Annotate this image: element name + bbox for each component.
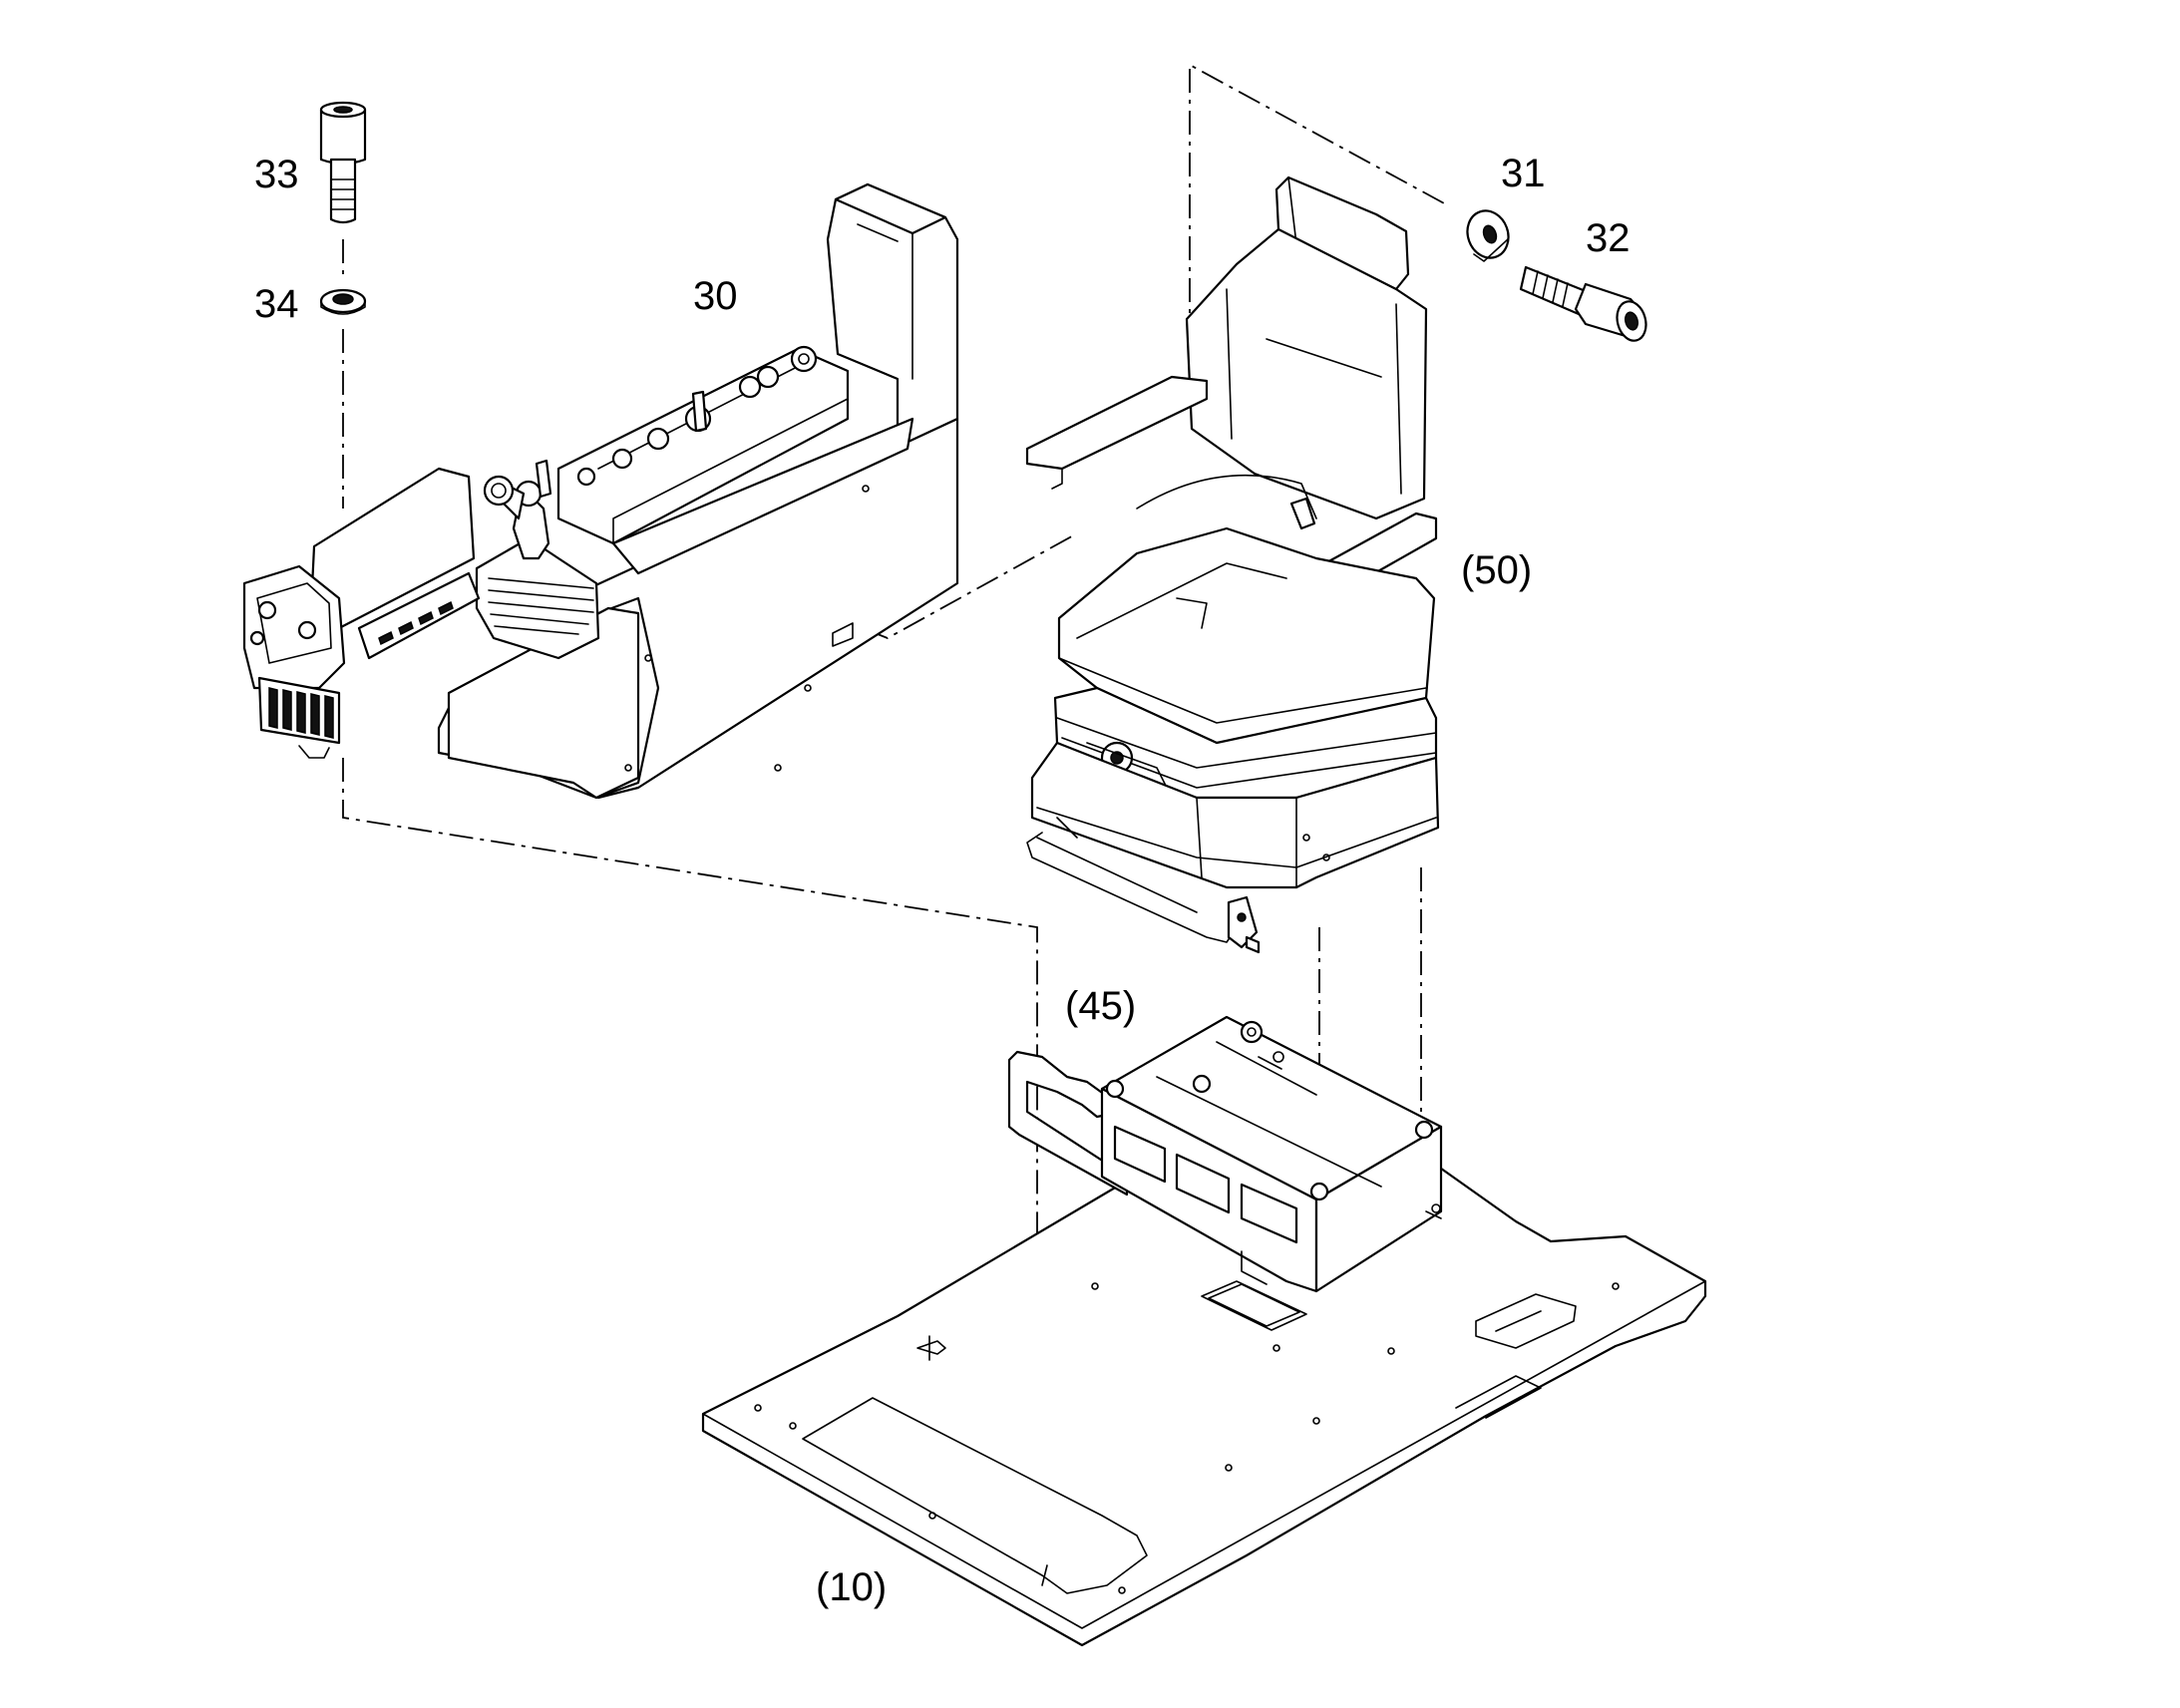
callout-45: (45) <box>1065 984 1136 1028</box>
seat-bracket-icon <box>1007 1015 1443 1293</box>
control-console-icon <box>242 182 959 800</box>
floor-inspection-cover <box>1201 1280 1307 1331</box>
floor-slot <box>1475 1293 1577 1349</box>
washer-icon <box>319 288 367 315</box>
socket-head-bolt-icon <box>319 101 367 224</box>
floor-cutout <box>802 1397 1148 1594</box>
callout-33: 33 <box>254 153 299 196</box>
callout-50: (50) <box>1461 548 1532 592</box>
console-side-panel <box>611 417 914 575</box>
callout-34: 34 <box>254 282 299 326</box>
bracket-side-rail <box>1007 1050 1129 1196</box>
washer-icon <box>1466 209 1510 262</box>
bracket-side-face <box>1314 1125 1443 1293</box>
operator-seat-icon <box>1025 175 1440 954</box>
callout-30: 30 <box>693 274 738 318</box>
seat-left-armrest <box>1025 375 1209 471</box>
callout-32: 32 <box>1586 216 1631 260</box>
floor-plate-icon <box>701 1113 1707 1647</box>
centerline-console-to-floor <box>342 758 1038 1246</box>
callout-labels: 33 34 30 31 32 (50) (45) (10) <box>254 152 1631 1609</box>
callout-31: 31 <box>1501 152 1546 195</box>
seat-backrest <box>1185 227 1428 520</box>
seat-base <box>1030 741 1440 889</box>
seat-cushion <box>1057 526 1436 745</box>
centerline-seat-bolt <box>1189 63 1447 344</box>
console-switch-box <box>242 564 346 690</box>
socket-head-bolt-icon <box>1519 265 1647 342</box>
centerline-console-to-seat <box>787 532 1078 639</box>
callout-10: (10) <box>816 1565 887 1609</box>
